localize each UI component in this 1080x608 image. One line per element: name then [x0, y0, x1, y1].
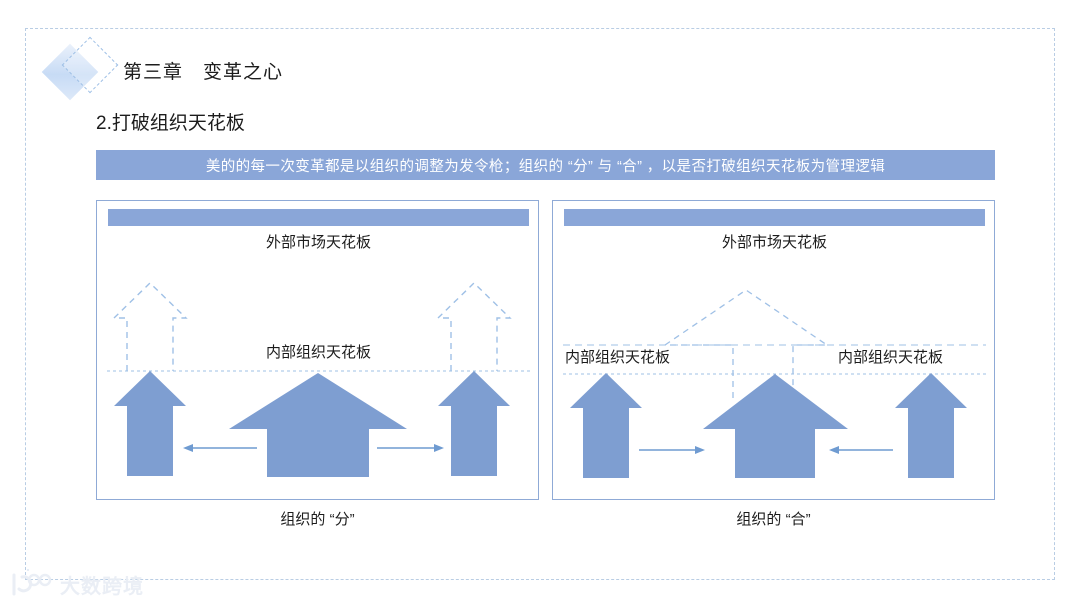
outer-ceiling-label: 外部市场天花板 — [265, 234, 371, 251]
inner-ceiling-label: 内部组织天花板 — [265, 344, 371, 361]
panel-header-bar — [108, 209, 529, 226]
diagram-panel-split: 外部市场天花板 内部组织天花板 — [96, 200, 539, 500]
ghost-arrow-left — [112, 282, 188, 371]
watermark: 大数跨境 — [8, 566, 144, 602]
panel-caption-merge: 组织的 “合” — [736, 511, 811, 528]
watermark-text: 大数跨境 — [60, 575, 144, 598]
ghost-arrow-center-large — [662, 289, 830, 398]
merge-diagram-graphic — [563, 289, 986, 478]
solid-arrow-center — [229, 373, 407, 477]
dashujingjing-logo-icon — [12, 569, 52, 596]
inner-ceiling-label-left: 内部组织天花板 — [565, 349, 671, 366]
summary-banner: 美的的每一次变革都是以组织的调整为发令枪；组织的 “分” 与 “合” ，以是否打… — [96, 150, 995, 180]
horizontal-arrow-left — [829, 446, 893, 454]
outer-ceiling-label: 外部市场天花板 — [721, 234, 827, 251]
ghost-arrow-right — [436, 282, 512, 371]
solid-arrow-left — [570, 373, 642, 478]
chapter-title: 第三章 变革之心 — [123, 62, 284, 83]
panel-header-bar — [564, 209, 985, 226]
solid-arrow-right — [895, 373, 967, 478]
horizontal-arrow-right — [639, 446, 705, 454]
solid-arrow-left — [114, 371, 186, 476]
solid-arrow-right — [438, 371, 510, 476]
summary-banner-text: 美的的每一次变革都是以组织的调整为发令枪；组织的 “分” 与 “合” ，以是否打… — [205, 158, 886, 175]
diagram-panel-merge: 外部市场天花板 内部组织天花板 内部组织天花板 — [552, 200, 995, 500]
horizontal-arrow-left — [183, 444, 257, 452]
panel-caption-split: 组织的 “分” — [280, 511, 355, 528]
solid-arrow-center — [703, 374, 848, 478]
inner-ceiling-label-right: 内部组织天花板 — [838, 349, 944, 366]
page-title: 2.打破组织天花板 — [96, 113, 245, 134]
split-diagram-graphic — [107, 282, 530, 477]
horizontal-arrow-right — [377, 444, 444, 452]
